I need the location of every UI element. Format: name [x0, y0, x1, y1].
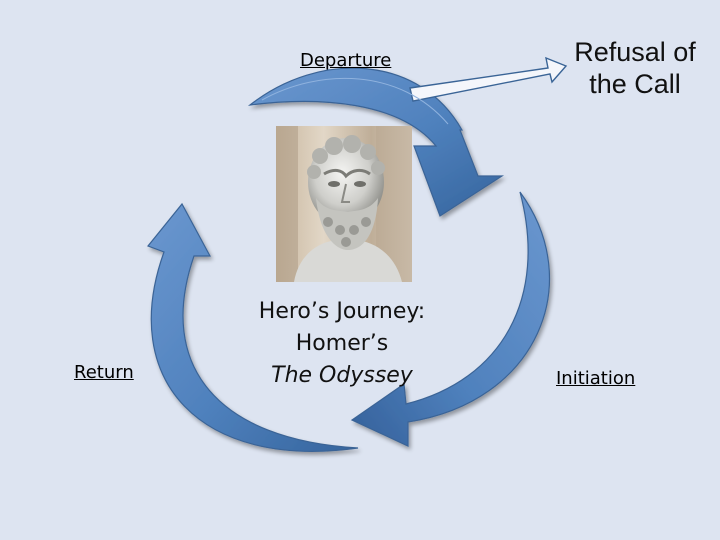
arrow-to-refusal [409, 56, 568, 102]
arrow-highlight [261, 77, 449, 125]
refusal-of-the-call-label: Refusal of the Call [560, 36, 710, 100]
center-title-line-3: The Odyssey [271, 363, 413, 388]
arrow-initiation-to-return [350, 191, 551, 447]
arrow-departure-to-initiation [247, 67, 505, 217]
stage-label-departure: Departure [300, 50, 392, 71]
center-title-line-1: Hero’s Journey: [258, 299, 426, 324]
homer-bust-image [276, 126, 412, 282]
center-title-line-2: Homer’s [295, 331, 389, 356]
center-title: Hero’s Journey: Homer’s The Odyssey [228, 296, 456, 392]
stage-label-return: Return [74, 362, 134, 383]
arrow-return-to-departure [147, 202, 359, 452]
refusal-line-2: the Call [589, 69, 681, 99]
refusal-line-1: Refusal of [574, 37, 696, 67]
stage-label-initiation: Initiation [556, 368, 636, 389]
